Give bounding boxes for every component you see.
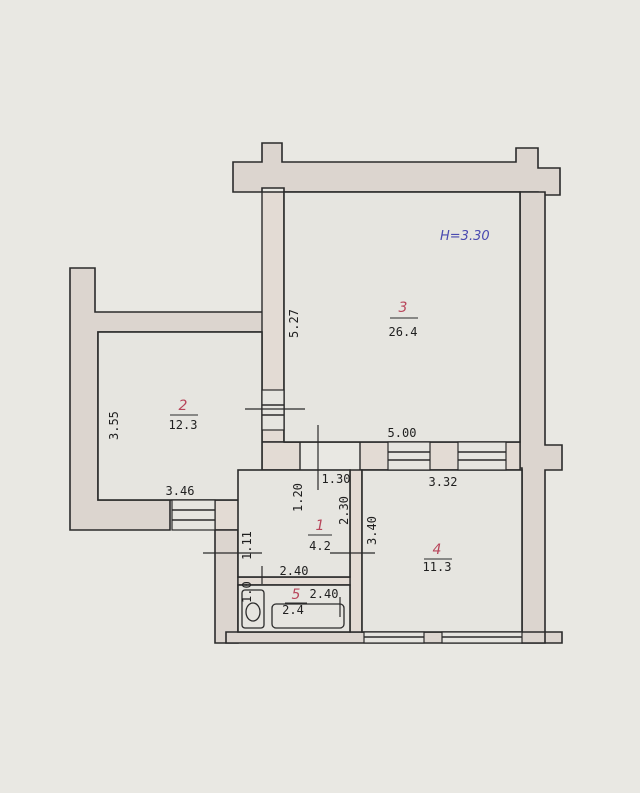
room-3-number: 3 — [399, 300, 408, 316]
dim-room2-width: 3.46 — [166, 484, 195, 498]
dimension-labels: 3.55 3.46 5.27 5.00 1.30 1.20 2.30 3.40 … — [107, 309, 457, 603]
partition-wall-1-4 — [349, 469, 363, 633]
dim-room4-height: 3.40 — [365, 516, 379, 545]
bathtub-icon — [271, 603, 345, 629]
window-room2 — [171, 499, 216, 531]
room-5 — [237, 584, 351, 633]
room-3-area: 26.4 — [389, 325, 418, 339]
dim-room3-width: 5.00 — [388, 426, 417, 440]
room-4 — [361, 469, 523, 633]
ceiling-height-label: H=3.30 — [440, 229, 490, 244]
toilet-icon — [241, 589, 265, 629]
dim-corridor-1-11: 1.11 — [240, 531, 254, 560]
room-4-area: 11.3 — [423, 560, 452, 574]
window-room3-a — [387, 441, 431, 471]
room-1-number: 1 — [316, 518, 325, 534]
dim-corridor-2-30: 2.30 — [337, 496, 351, 525]
dim-corridor-1-30: 1.30 — [322, 472, 351, 486]
right-wall — [519, 191, 563, 644]
room-2 — [97, 331, 263, 501]
wall-corridor-top — [261, 441, 301, 471]
dim-bath-2-40: 2.40 — [310, 587, 339, 601]
openings — [171, 389, 523, 644]
dimension-ticks — [203, 408, 375, 617]
room-2-area: 12.3 — [169, 418, 198, 432]
bathroom-fixtures — [241, 589, 345, 629]
dim-corridor-2-40: 2.40 — [280, 564, 309, 578]
room-2-number: 2 — [179, 398, 188, 414]
room-4-number: 4 — [433, 542, 442, 558]
room-labels: 3 26.4 2 12.3 1 4.2 4 11.3 5 2.4 — [169, 300, 452, 617]
room-3 — [283, 191, 521, 443]
door-room2-room3 — [261, 389, 285, 431]
top-wall — [232, 142, 561, 196]
corridor-left-wall — [214, 529, 239, 644]
room-5-number: 5 — [292, 587, 301, 603]
dim-corridor-1-20: 1.20 — [291, 483, 305, 512]
room-5-area: 2.4 — [282, 603, 304, 617]
partition-wall-1-5 — [237, 576, 351, 586]
toilet-bowl-icon — [245, 602, 261, 622]
dim-bath-1-0: 1.0 — [240, 581, 254, 603]
dim-room4-width: 3.32 — [429, 475, 458, 489]
window-room3-b — [457, 441, 507, 471]
dim-room2-height: 3.55 — [107, 411, 121, 440]
dim-room3-height: 5.27 — [287, 309, 301, 338]
room-1 — [237, 469, 351, 578]
room-1-area: 4.2 — [309, 539, 331, 553]
rooms — [97, 191, 523, 633]
